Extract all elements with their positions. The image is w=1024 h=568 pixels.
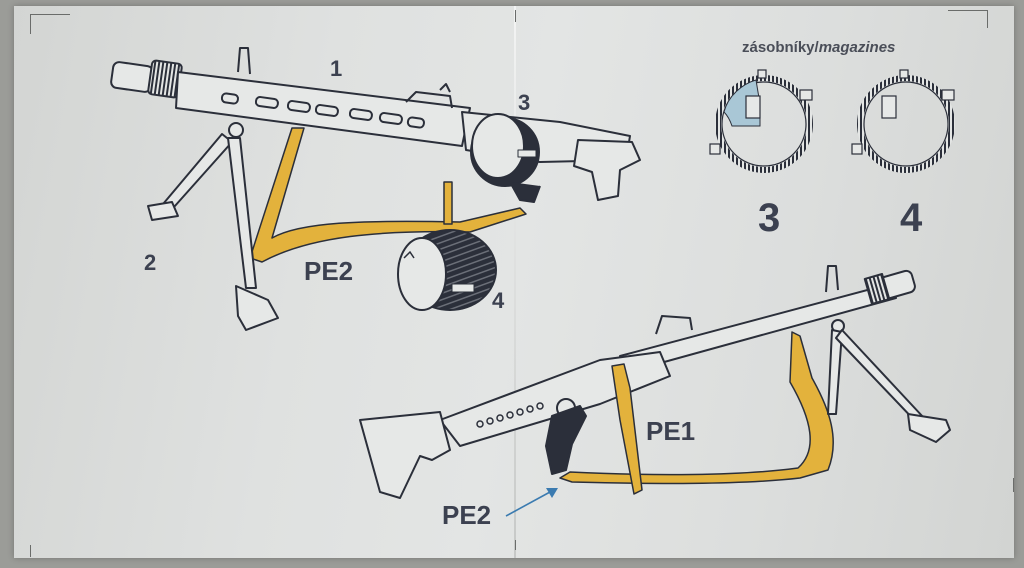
crop-mark-center-bottom (515, 540, 516, 550)
bottom-sling-label-pe2: PE2 (442, 500, 492, 530)
top-sling-label-pe2: PE2 (304, 256, 354, 286)
top-sling-pe2 (249, 127, 527, 263)
part-label-1: 1 (330, 56, 343, 81)
bottom-sling-label-pe1: PE1 (646, 416, 696, 446)
part-label-4: 4 (492, 288, 505, 313)
magazine-diagram-4 (851, 69, 955, 173)
magazines-title-en: magazines (818, 39, 896, 56)
magazines-title: zásobníky/magazines (742, 40, 895, 55)
crop-mark-center-top (515, 10, 516, 22)
crop-mark-top-left-v (30, 14, 31, 34)
bottom-gun-illustration (359, 265, 951, 499)
drum-magazine-4-loose (397, 229, 497, 311)
crop-mark-bottom-left (30, 545, 31, 557)
top-gun-illustration (110, 47, 641, 331)
magazines-title-cz: zásobníky/ (742, 39, 819, 56)
bottom-sling-pe2 (559, 331, 834, 485)
part-label-3: 3 (518, 90, 531, 115)
crop-mark-top-left (30, 14, 70, 15)
magazine-diagram-3 (709, 69, 813, 173)
magazine-3-number: 3 (758, 196, 781, 240)
crop-mark-top-right (948, 10, 988, 11)
magazine-4-number: 4 (900, 196, 923, 240)
sheet-fold-line (514, 6, 516, 558)
crop-mark-bottom-right (1013, 478, 1014, 492)
crop-mark-top-right-v (987, 10, 988, 28)
pe2-pointer-arrow (505, 488, 558, 517)
part-label-2: 2 (144, 250, 157, 275)
sling-pe1 (611, 363, 643, 495)
